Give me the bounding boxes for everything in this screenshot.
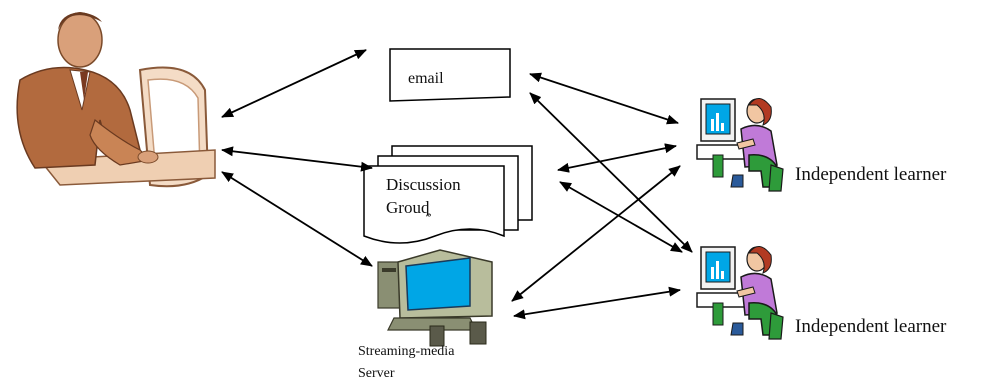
learner-1-label: Independent learner — [795, 164, 947, 185]
discussion-group-node — [363, 145, 533, 244]
arrow-discussion-learner2 — [559, 181, 683, 253]
arrow-discussion-learner1 — [557, 143, 677, 173]
learner-at-computer-icon — [696, 98, 784, 192]
discussion-group-label-line1: Discussion — [386, 175, 461, 194]
server-label-line2: Server — [358, 366, 395, 381]
arrow-instructor-email — [221, 49, 367, 118]
arrow-instructor-discussion — [221, 146, 373, 172]
arrow-server-learner2 — [513, 286, 681, 320]
arrow-instructor-server — [221, 171, 373, 267]
teacher-at-computer-icon — [16, 12, 216, 188]
email-node — [389, 48, 511, 102]
email-label: email — [408, 70, 444, 87]
desktop-computer-icon — [377, 249, 493, 347]
server-label-line1: Streaming-media — [358, 344, 455, 359]
arrow-email-learner2 — [529, 92, 693, 253]
learner-2-label: Independent learner — [795, 316, 947, 337]
discussion-group-label-line2: Grouȡ — [386, 198, 430, 217]
arrow-server-learner1 — [511, 165, 681, 302]
learner-at-computer-icon — [696, 246, 784, 340]
